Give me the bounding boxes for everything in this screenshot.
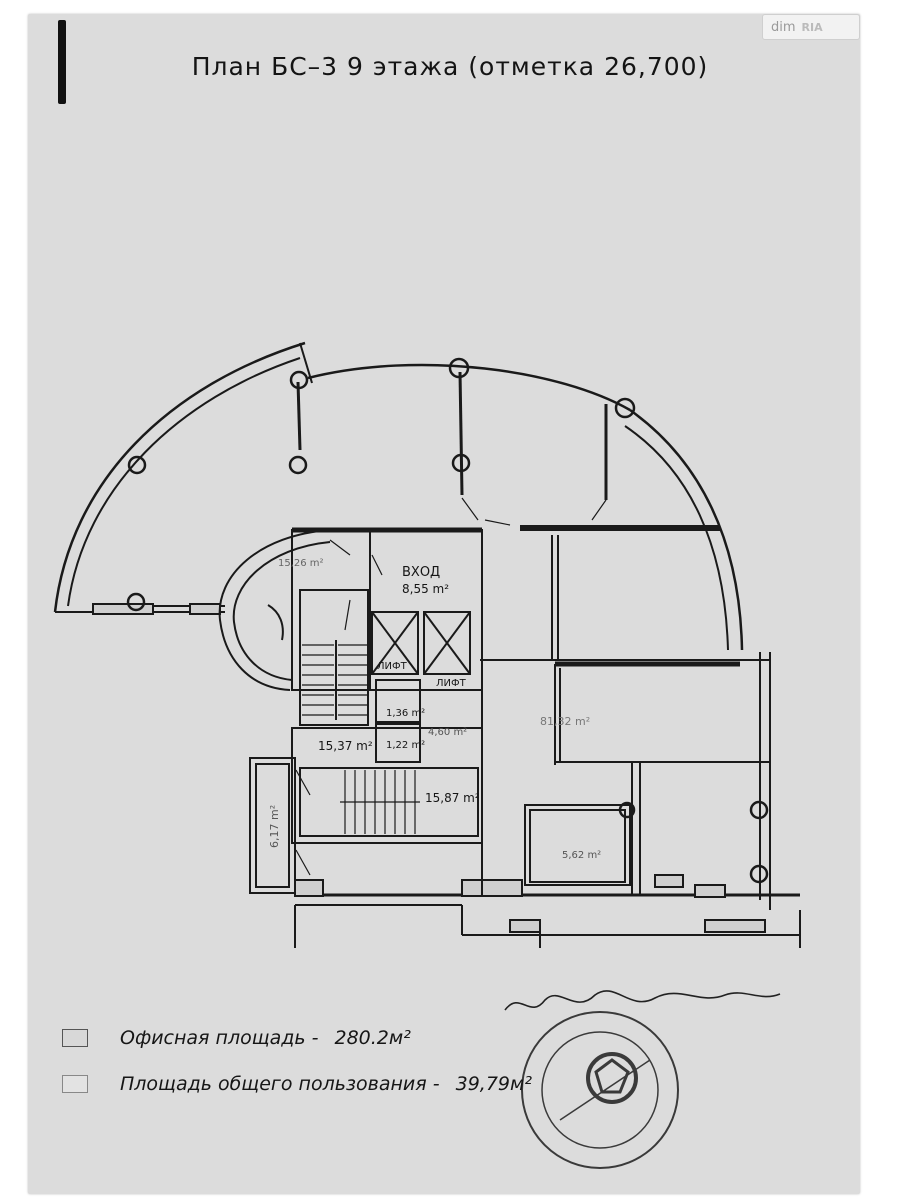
corridor-small-area: 4,60 m² — [428, 727, 467, 738]
legend-office-label: Офисная площадь - — [120, 1027, 319, 1049]
plan-column-icon — [288, 455, 308, 475]
watermark-badge: dim RIA — [762, 14, 860, 40]
plan-columns — [126, 357, 769, 884]
plan-column-icon — [749, 800, 769, 820]
plan-column-icon — [614, 397, 636, 419]
entrance-label: ВХОД — [402, 565, 440, 580]
stamp-seal-icon — [521, 1011, 679, 1169]
outer-walls — [53, 341, 801, 948]
plan-column-icon — [451, 453, 471, 473]
room-vertical-area: 6,17 m² — [268, 805, 281, 848]
plan-column-icon — [126, 592, 146, 612]
watermark-right: RIA — [801, 20, 823, 34]
legend-swatch-common — [62, 1075, 88, 1093]
legend-office-value: 280.2м² — [334, 1027, 411, 1049]
stair-right-area: 15,87 m² — [425, 791, 480, 805]
signature-icon — [504, 990, 781, 1011]
paper-sheet — [28, 14, 860, 1194]
plan-column-icon — [448, 357, 470, 379]
plan-column-icon — [127, 455, 147, 475]
legend-common: Площадь общего пользования - 39,79м² — [62, 1073, 532, 1095]
lift-right-label: ЛИФТ — [436, 678, 467, 689]
room-right-area: 81,32 m² — [540, 715, 590, 728]
legend-office: Офисная площадь - 280.2м² — [62, 1027, 411, 1049]
room-labels: ВХОД 8,55 m² ЛИФТ ЛИФТ 15,26 m² 15,37 m²… — [268, 558, 601, 861]
legend-common-value: 39,79м² — [455, 1073, 532, 1095]
edge-mark — [58, 20, 66, 104]
legend-common-label: Площадь общего пользования - — [120, 1073, 440, 1095]
plan-column-icon — [289, 370, 309, 390]
wc-1-area: 1,36 m² — [386, 708, 425, 719]
lift-left-label: ЛИФТ — [377, 661, 408, 672]
room-round-area: 15,26 m² — [278, 558, 324, 569]
plan-column-icon — [618, 801, 636, 819]
legend-swatch-office — [62, 1029, 88, 1047]
entrance-area: 8,55 m² — [402, 582, 449, 596]
plan-column-icon — [749, 864, 769, 884]
wc-2-area: 1,22 m² — [386, 740, 425, 751]
stair-left-area: 15,37 m² — [318, 739, 373, 753]
watermark-left: dim — [771, 19, 796, 35]
room-bottom-area: 5,62 m² — [562, 850, 601, 861]
plan-title: План БС–3 9 этажа (отметка 26,700) — [191, 52, 709, 81]
